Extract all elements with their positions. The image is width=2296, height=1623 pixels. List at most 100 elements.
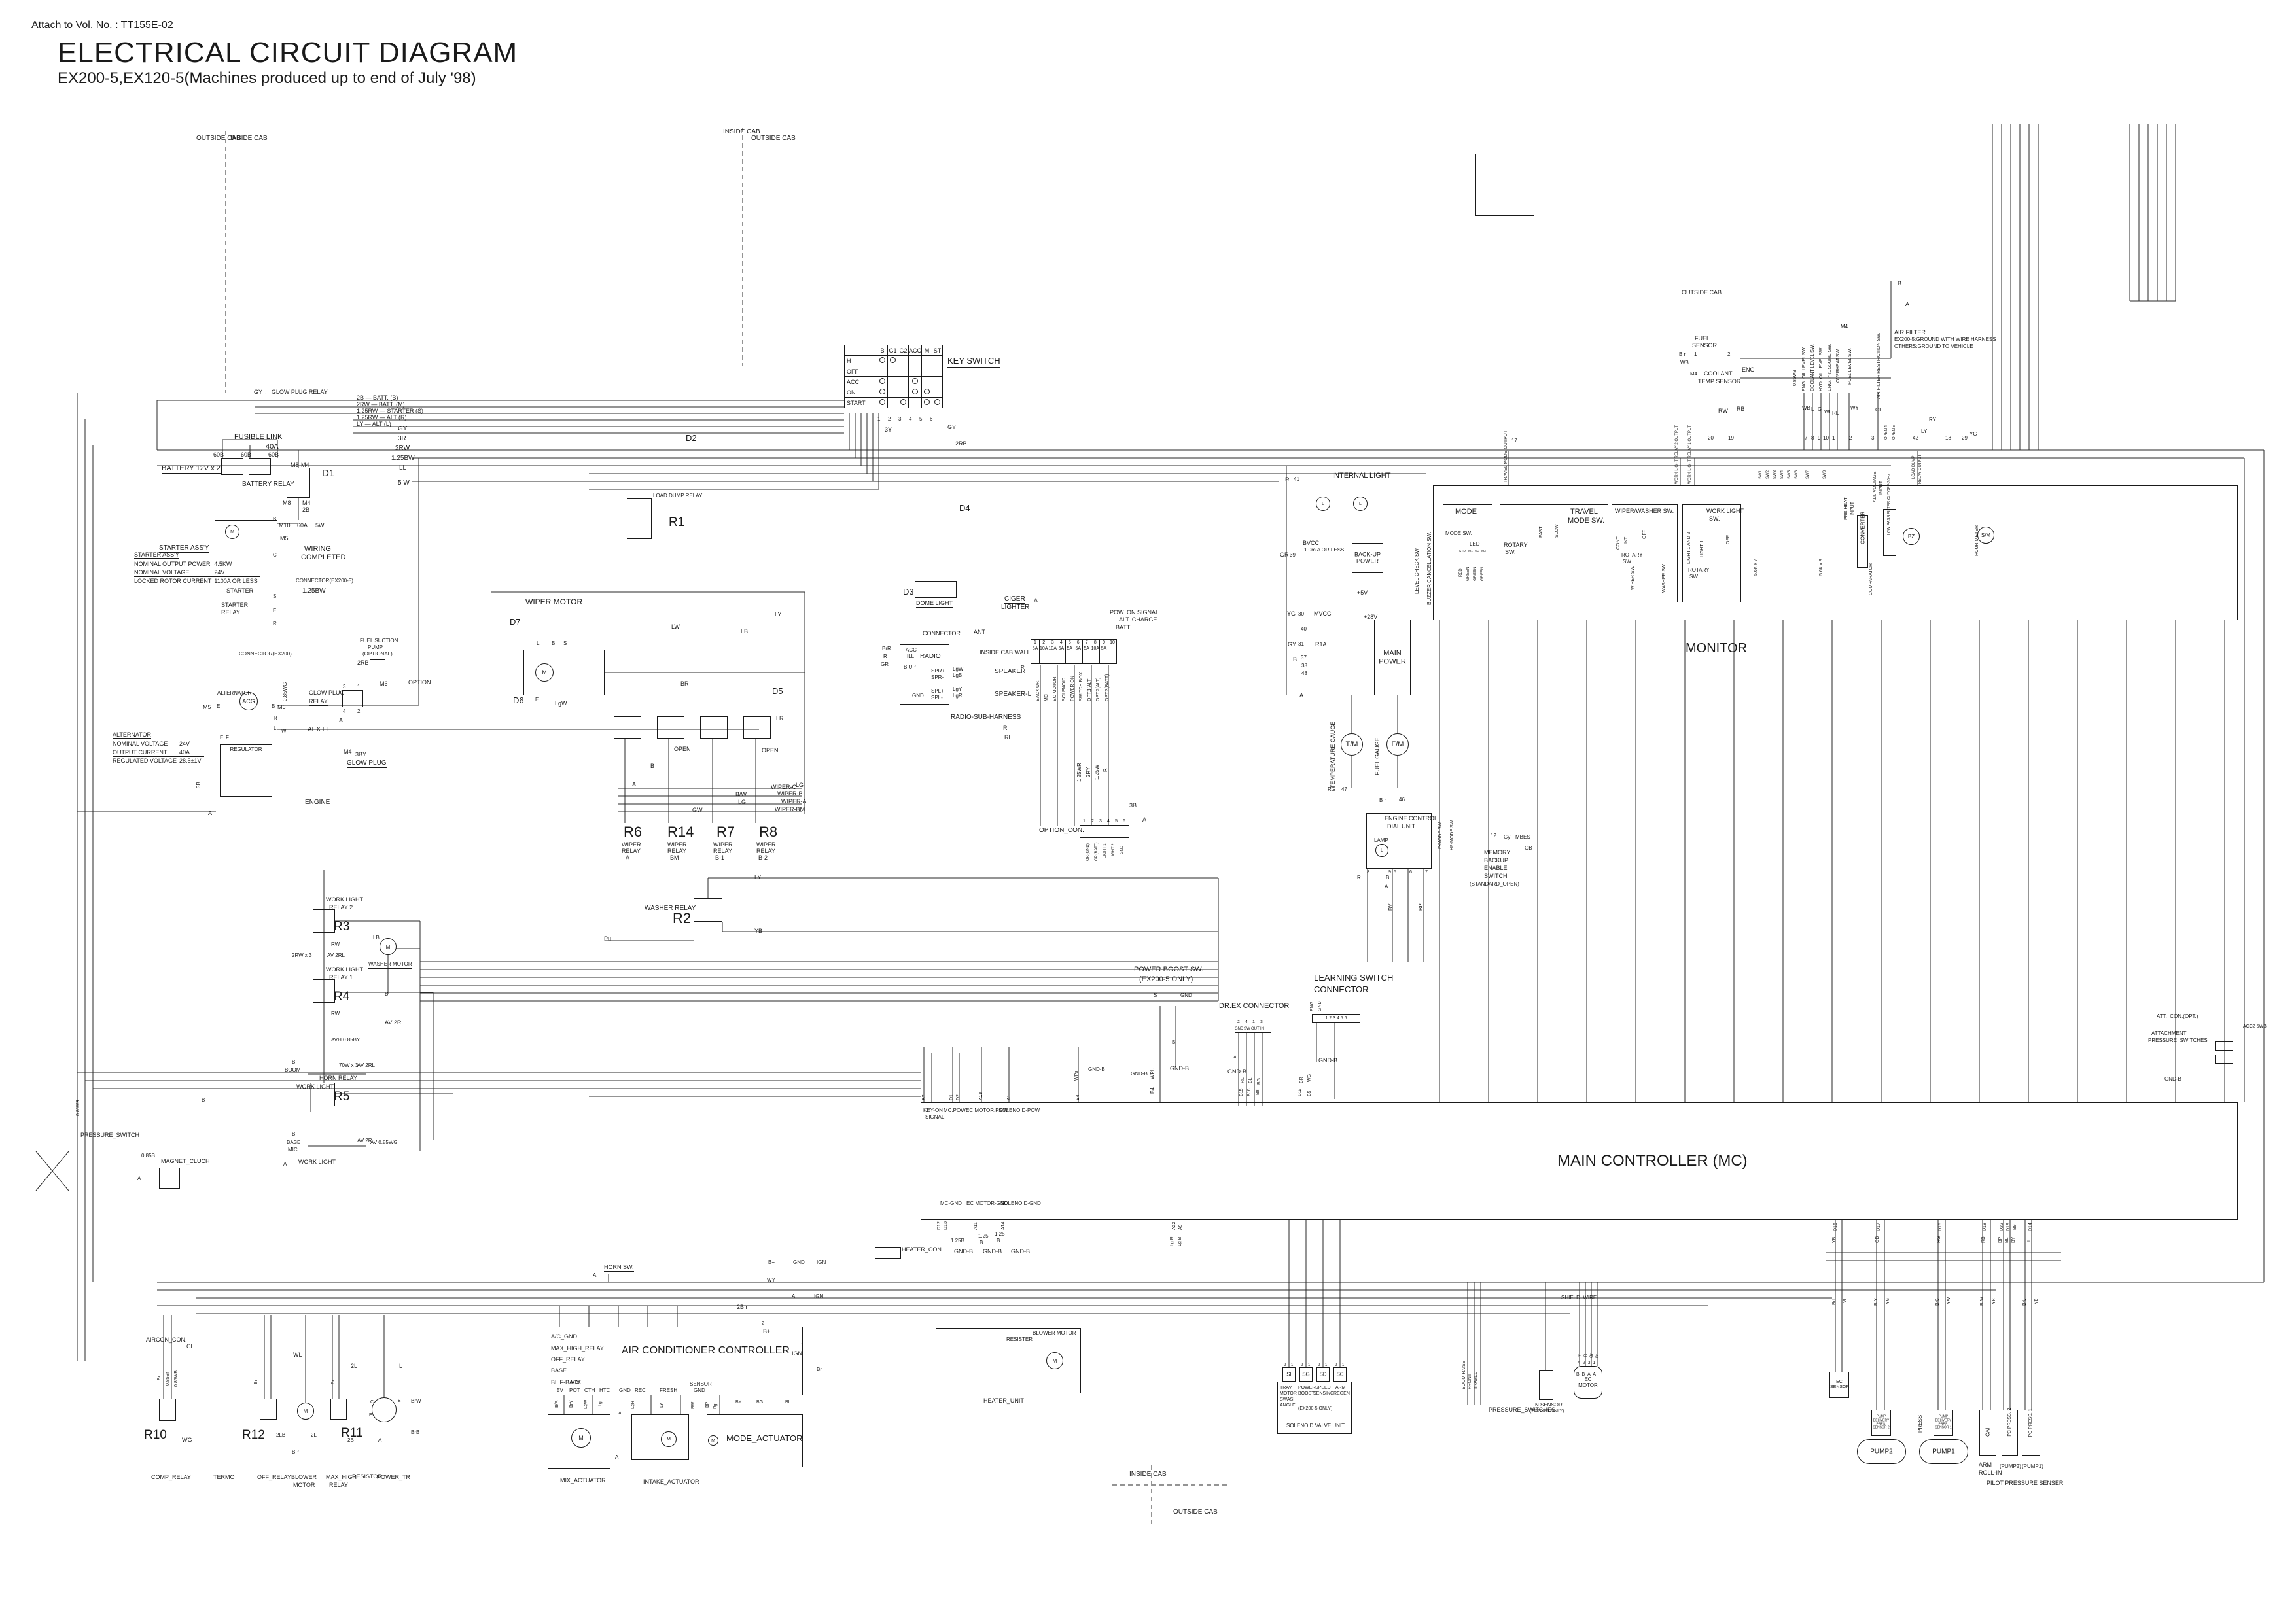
fuse-amp-rating: 5A [1101, 646, 1107, 652]
label-1: 1 [1832, 435, 1835, 441]
key-switch-row: ACC [844, 376, 877, 387]
label-bl-f-back: BL.F-BACK [551, 1379, 582, 1386]
label-1: 1 [1252, 1020, 1255, 1024]
mode-actuator-motor: M [708, 1435, 718, 1446]
label-termo: TERMO [213, 1474, 235, 1480]
comp-relay-box [159, 1399, 176, 1421]
wiper-motor-symbol: M [535, 663, 554, 682]
fuse-circuit-name: MC [1044, 694, 1050, 701]
label-angle: ANGLE [1280, 1403, 1296, 1408]
label-br: BR [1299, 1077, 1304, 1083]
label-coolant-level-sw-: COOLANT LEVEL SW. [1810, 344, 1815, 391]
label-mix: MIX [571, 1380, 580, 1386]
label-r1a: R1A [1315, 641, 1327, 648]
label-sw1: SW1 [1759, 470, 1763, 479]
label-mode-actuator: MODE_ACTUATOR [726, 1433, 803, 1443]
backup-power-box-label: BACK-UP POWER [1354, 551, 1381, 565]
label-r: R [1357, 875, 1361, 881]
label-relay-2: RELAY 2 [329, 904, 353, 911]
label-speaker: SPEAKER [995, 668, 1026, 675]
label-spl-: SPL+ [931, 688, 944, 694]
label-r: R [1584, 1353, 1588, 1357]
label-yr: YR [1992, 1298, 1996, 1304]
label-rotary: ROTARY [1688, 567, 1710, 573]
label-sw6: SW6 [1795, 470, 1799, 479]
label-motor: MOTOR [293, 1482, 315, 1488]
solenoid-sg-box: SG [1299, 1367, 1313, 1382]
key-switch-contact [877, 366, 888, 377]
label-s: S [273, 593, 277, 599]
label-r12: R12 [242, 1428, 265, 1442]
alternator-box [215, 689, 277, 801]
solenoid-si-box-label: SI [1286, 1371, 1292, 1378]
spec-cell: REGULATED VOLTAGE [113, 756, 180, 765]
label-pre-heat: PRE HEAT [1844, 497, 1848, 521]
label-1-25rw-starter-s-: 1.25RW — STARTER (S) [357, 408, 424, 414]
label-heater-unit: HEATER_UNIT [983, 1397, 1024, 1404]
label-light-1: LIGHT 1 [1700, 540, 1704, 557]
label-3b: 3B [196, 782, 202, 788]
pc-press1-box: PC PRESS. 1 [2022, 1408, 2040, 1456]
intake-actuator-motor: M [661, 1431, 677, 1447]
label-acc: ACC [906, 647, 917, 653]
label-37: 37 [1301, 655, 1307, 661]
key-switch-contact [932, 366, 944, 377]
label-std: STD [1459, 550, 1466, 553]
label-yb: YB [754, 928, 763, 934]
label-6: 6 [1123, 819, 1125, 824]
label-off: OFF [1726, 535, 1731, 544]
label-rotary: ROTARY [1504, 542, 1528, 548]
key-switch-row: H [844, 355, 877, 366]
label-backup: BACKUP [1484, 857, 1509, 864]
label-2: 2 [1237, 1020, 1240, 1024]
heater-con-box [875, 1247, 901, 1259]
label-mic: MIC [288, 1147, 298, 1153]
label-a11: A11 [974, 1222, 978, 1230]
label-gnd: GND [1180, 992, 1192, 998]
fuse-circuit-name: OPT.1(ALT) [1087, 677, 1093, 701]
key-switch-contact [921, 366, 933, 377]
label-enable: ENABLE [1484, 865, 1508, 871]
label-2rb: 2RB [357, 659, 369, 666]
learning-connector-box-label: 1 2 3 4 5 6 [1325, 1015, 1347, 1021]
solenoid-valve-unit-box [1277, 1382, 1352, 1434]
label-fusible-link: FUSIBLE LINK [234, 433, 283, 443]
label-m6: M6 [380, 680, 388, 687]
label-base: BASE [551, 1367, 567, 1374]
label-connector-ex200-5-: CONNECTOR(EX200-5) [296, 578, 353, 584]
label-b12: B12 [1298, 1088, 1302, 1096]
label-wb: WB [1680, 360, 1689, 366]
label-wiper-motor: WIPER MOTOR [525, 597, 583, 606]
label-b-r: B r [1679, 351, 1686, 357]
label-wpu: WPU [1150, 1067, 1156, 1079]
label-hyd-oil-level-sw-: HYD. OIL LEVEL SW. [1819, 347, 1824, 391]
label-key-switch: KEY SWITCH [947, 356, 1000, 368]
label-avh-0-85by: AVH 0.85BY [331, 1037, 361, 1043]
label-a: A [1905, 301, 1910, 307]
label-others-ground-to-vehicle: OTHERS:GROUND TO VEHICLE [1894, 343, 1973, 349]
page-title: ELECTRICAL CIRCUIT DIAGRAM [58, 37, 518, 69]
label-magnet-cluch: MAGNET_CLUCH [161, 1158, 210, 1164]
label-0-85wb: 0.85WB [174, 1370, 179, 1387]
label-3: 3 [1260, 1020, 1263, 1024]
label-gnd-b: GND-B [1131, 1071, 1148, 1077]
label-power: POWER [1298, 1386, 1316, 1390]
label-ly: LY [775, 611, 782, 618]
attach-note: Attach to Vol. No. : TT155E-02 [31, 20, 173, 31]
key-switch-pin: 4 [909, 416, 912, 422]
label-motor: MOTOR [1280, 1391, 1297, 1396]
label-travel-mode-output: TRAVEL MODE OUTPUT [1504, 430, 1508, 483]
label-level-check-sw-: LEVEL CHECK SW. [1414, 547, 1420, 594]
key-switch-contact [898, 376, 909, 387]
label-2: 2 [357, 708, 361, 714]
label-ly-alt-l-: LY — ALT (L) [357, 421, 391, 427]
label-b4: B4 [1076, 1094, 1080, 1100]
label-2ry: 2RY [1086, 767, 1091, 777]
label-swash: SWASH [1280, 1397, 1297, 1402]
label-gnd-b: GND-B [1227, 1068, 1246, 1075]
label-max-high: MAX_HIGH [326, 1474, 357, 1480]
label-bry: BrY [569, 1400, 574, 1408]
fuse-number: 9 [1103, 640, 1106, 645]
label-1: 1 [357, 684, 361, 689]
